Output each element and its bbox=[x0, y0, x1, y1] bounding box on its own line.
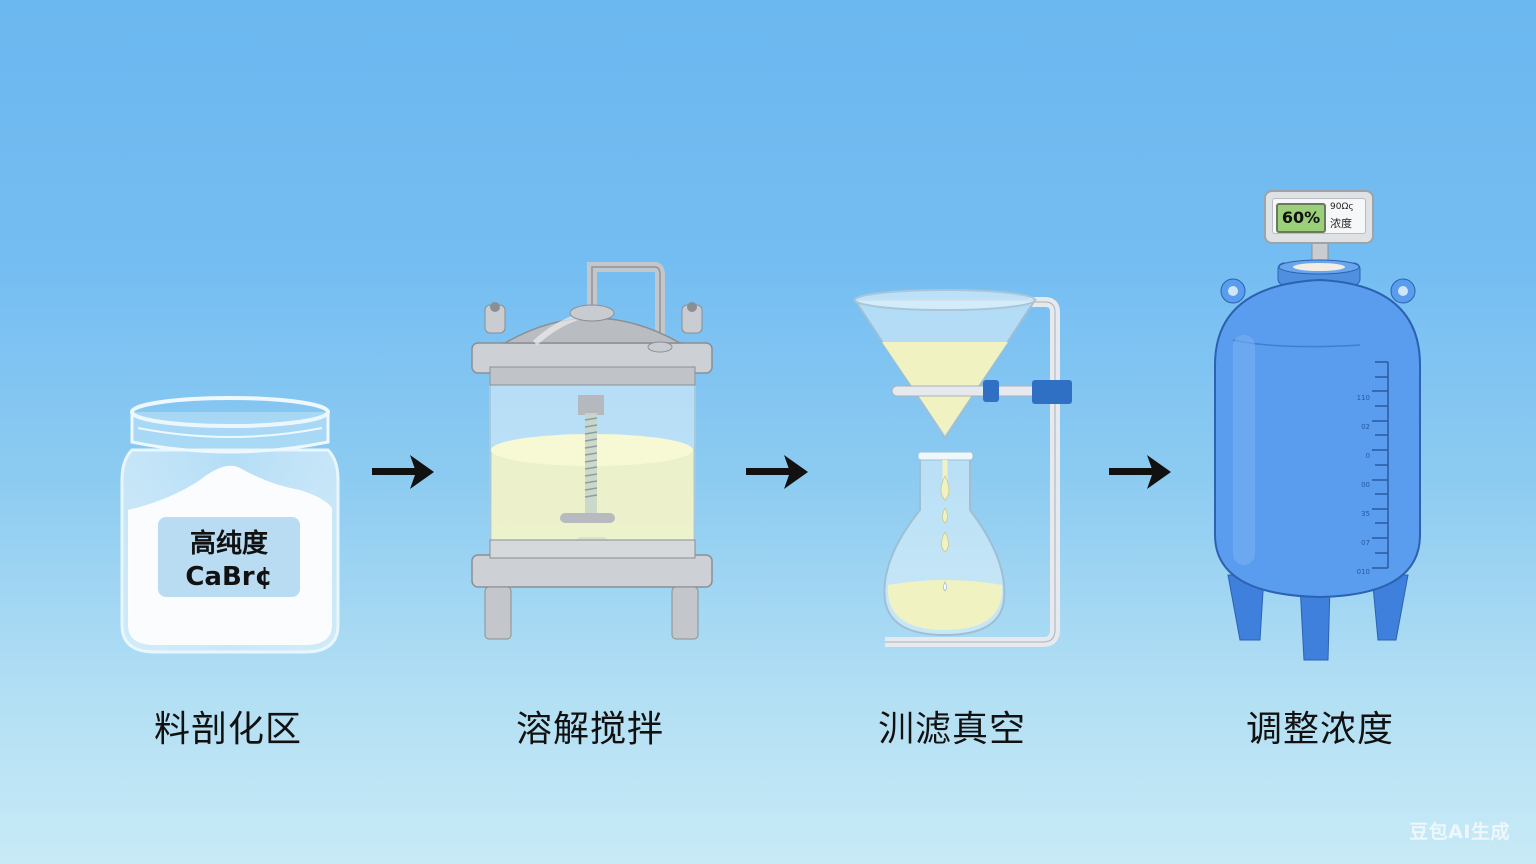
scale-mark: 35 bbox=[1361, 510, 1370, 518]
stirred-reactor-icon bbox=[471, 262, 713, 640]
step-1-label: 料剖化区 bbox=[153, 709, 302, 750]
step-1-powder-jar: 高纯度 CaBr¢ bbox=[110, 390, 350, 660]
step-4-tank: 110 02 0 00 35 07 010 60% 90Ως 浓度 bbox=[1200, 185, 1440, 665]
step-2-label: 溶解搅拌 bbox=[515, 709, 664, 750]
gauge-side-line1: 90Ως bbox=[1330, 202, 1354, 212]
funnel-flask-icon bbox=[853, 289, 1072, 647]
scale-mark: 010 bbox=[1356, 568, 1370, 576]
arrow-right-icon bbox=[372, 455, 434, 489]
watermark: 豆包AI生成 bbox=[1409, 821, 1510, 843]
gauge-value-display: 60% bbox=[1276, 203, 1326, 233]
scale-mark: 07 bbox=[1361, 539, 1370, 547]
arrow-right-icon bbox=[746, 455, 808, 489]
step-3-label: 汌滤真空 bbox=[877, 709, 1026, 750]
step-3-filtration bbox=[840, 280, 1080, 660]
storage-tank-icon bbox=[1214, 236, 1421, 661]
jar-label-line2: CaBr¢ bbox=[185, 562, 273, 592]
jar-label-line1: 高纯度 bbox=[189, 529, 268, 559]
scale-mark: 110 bbox=[1356, 394, 1370, 402]
jar-label: 高纯度 CaBr¢ bbox=[158, 517, 300, 597]
step-4-label: 调整浓度 bbox=[1245, 709, 1394, 750]
scale-mark: 0 bbox=[1365, 452, 1370, 460]
scale-mark: 02 bbox=[1361, 423, 1370, 431]
concentration-gauge: 60% 90Ως 浓度 bbox=[1264, 190, 1374, 244]
scale-mark: 00 bbox=[1361, 481, 1370, 489]
arrow-right-icon bbox=[1109, 455, 1171, 489]
tank-scale-labels: 110 02 0 00 35 07 010 bbox=[1350, 384, 1370, 587]
step-2-reactor bbox=[460, 255, 730, 655]
gauge-side-line2: 浓度 bbox=[1330, 217, 1352, 230]
